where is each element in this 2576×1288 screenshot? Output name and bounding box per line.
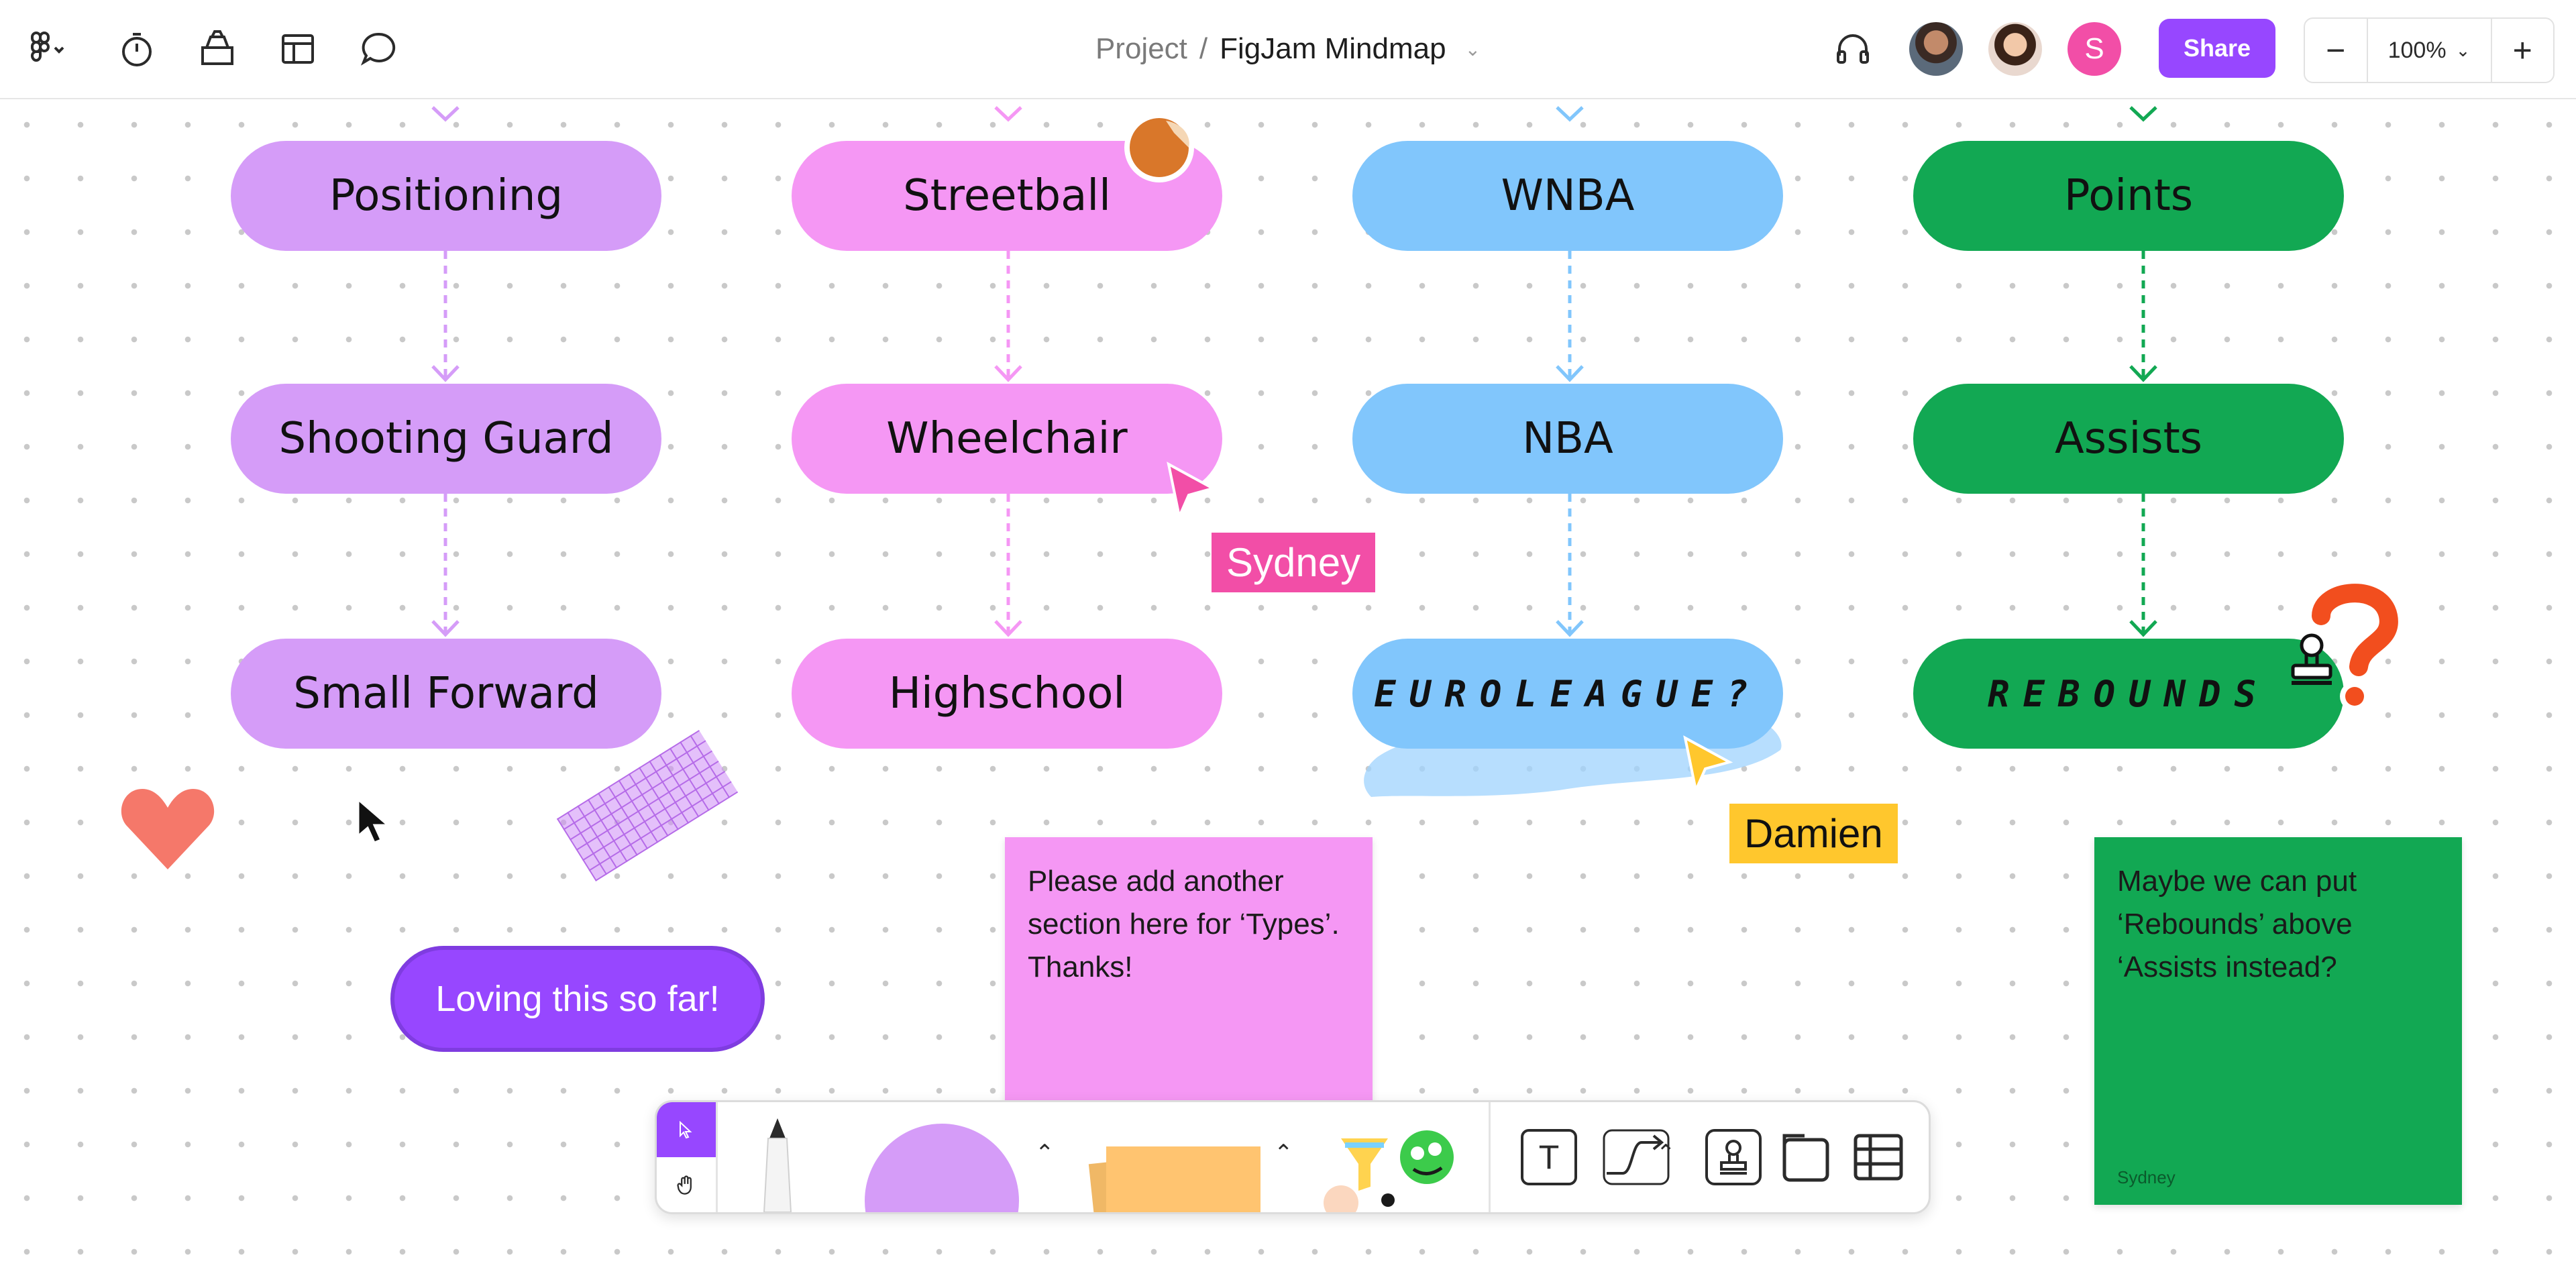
question-mark-sticker-icon bbox=[2306, 578, 2404, 710]
node-wheelchair[interactable]: Wheelchair bbox=[792, 384, 1222, 494]
orange-dot-sticker bbox=[1124, 113, 1194, 182]
avatar-user-1[interactable] bbox=[1909, 22, 1963, 76]
toolbar-divider bbox=[716, 1102, 718, 1212]
connector-icon bbox=[1603, 1129, 1670, 1185]
circle-shape-icon bbox=[865, 1124, 1019, 1212]
sticky-note-text: Please add another section here for ‘Typ… bbox=[1028, 865, 1340, 983]
avatar-initial: S bbox=[2084, 32, 2104, 65]
node-highschool[interactable]: Highschool bbox=[792, 639, 1222, 749]
node-euroleague[interactable]: EUROLEAGUE? bbox=[1352, 639, 1783, 749]
breadcrumb-separator: / bbox=[1199, 32, 1208, 65]
marker-tool[interactable] bbox=[744, 1109, 811, 1212]
sydney-cursor-label: Sydney bbox=[1212, 533, 1376, 592]
timer-icon[interactable] bbox=[110, 22, 164, 76]
sticky-front-icon bbox=[1106, 1146, 1260, 1212]
sticky-note-author: Sydney bbox=[2117, 1167, 2176, 1187]
top-bar: Project / FigJam Mindmap ⌄ S Share − 100… bbox=[0, 0, 2576, 99]
board-canvas[interactable]: Positioning Shooting Guard Small Forward… bbox=[0, 98, 2576, 1288]
comment-icon[interactable] bbox=[352, 22, 405, 76]
shape-tool[interactable] bbox=[865, 1122, 1019, 1212]
zoom-in-button[interactable]: + bbox=[2512, 32, 2532, 69]
washi-tape-sticker bbox=[556, 730, 739, 881]
node-wnba[interactable]: WNBA bbox=[1352, 141, 1783, 251]
sticky-note-pink[interactable]: Please add another section here for ‘Typ… bbox=[1005, 837, 1373, 1119]
figma-menu-icon[interactable] bbox=[20, 22, 74, 76]
table-icon bbox=[1854, 1134, 1903, 1181]
node-assists[interactable]: Assists bbox=[1913, 384, 2344, 494]
table-tool[interactable] bbox=[1848, 1129, 1909, 1185]
section-tool[interactable] bbox=[1776, 1129, 1836, 1185]
chevron-up-icon[interactable]: ⌃ bbox=[1274, 1140, 1293, 1166]
hand-tool[interactable] bbox=[657, 1157, 716, 1212]
stickers-tool[interactable] bbox=[1314, 1122, 1462, 1212]
file-name[interactable]: FigJam Mindmap bbox=[1220, 32, 1446, 65]
sticky-note-green[interactable]: Maybe we can put ‘Rebounds’ above ‘Assis… bbox=[2094, 837, 2462, 1205]
hand-icon bbox=[677, 1175, 692, 1195]
node-rebounds[interactable]: REBOUNDS bbox=[1913, 639, 2344, 749]
node-positioning[interactable]: Positioning bbox=[231, 141, 661, 251]
stamp-icon bbox=[1705, 1129, 1762, 1185]
stamp-icon bbox=[2291, 633, 2332, 685]
audio-headphones-icon[interactable] bbox=[1826, 22, 1880, 76]
text-tool[interactable]: T bbox=[1509, 1129, 1589, 1185]
stickers-icon bbox=[1324, 1130, 1454, 1212]
connector-lines bbox=[431, 251, 2157, 637]
incoming-arrows bbox=[431, 106, 2157, 122]
comment-bubble[interactable]: Loving this so far! bbox=[390, 946, 765, 1052]
plugins-icon[interactable] bbox=[191, 22, 244, 76]
node-points[interactable]: Points bbox=[1913, 141, 2344, 251]
select-tool[interactable] bbox=[657, 1102, 716, 1157]
node-small-forward[interactable]: Small Forward bbox=[231, 639, 661, 749]
toolbar-divider bbox=[1489, 1102, 1491, 1212]
templates-icon[interactable] bbox=[271, 22, 325, 76]
damien-cursor-icon bbox=[1683, 735, 1733, 794]
sticky-note-text: Maybe we can put ‘Rebounds’ above ‘Assis… bbox=[2117, 865, 2357, 983]
zoom-level-dropdown[interactable]: 100% ⌄ bbox=[2368, 19, 2492, 82]
breadcrumb-project[interactable]: Project bbox=[1095, 32, 1187, 65]
avatar-user-2[interactable] bbox=[1988, 22, 2042, 76]
zoom-out-button[interactable]: − bbox=[2305, 19, 2368, 82]
breadcrumb: Project / FigJam Mindmap ⌄ bbox=[0, 0, 2576, 98]
chevron-down-icon[interactable]: ⌄ bbox=[1464, 38, 1481, 60]
connector-tool[interactable] bbox=[1589, 1129, 1683, 1185]
chevron-down-icon: ⌄ bbox=[2455, 40, 2471, 60]
chevron-up-icon[interactable]: ⌃ bbox=[1035, 1140, 1055, 1166]
stamp-tool[interactable] bbox=[1703, 1129, 1764, 1185]
zoom-controls: − 100% ⌄ + bbox=[2304, 17, 2555, 83]
sticky-tool[interactable] bbox=[1079, 1116, 1260, 1212]
avatar-user-sydney[interactable]: S bbox=[2068, 22, 2121, 76]
chevron-up-icon[interactable]: ⌃ bbox=[1656, 1140, 1676, 1166]
local-cursor-icon bbox=[357, 797, 391, 844]
text-icon: T bbox=[1521, 1129, 1577, 1185]
damien-cursor-label: Damien bbox=[1729, 804, 1898, 863]
node-shooting-guard[interactable]: Shooting Guard bbox=[231, 384, 661, 494]
creation-toolbar: ⌃ ⌃ T ⌃ bbox=[655, 1100, 1931, 1214]
heart-sticker-icon bbox=[113, 781, 223, 879]
node-nba[interactable]: NBA bbox=[1352, 384, 1783, 494]
pointer-icon bbox=[680, 1120, 692, 1139]
sydney-cursor-icon bbox=[1167, 462, 1217, 521]
zoom-level: 100% bbox=[2387, 37, 2447, 63]
share-button[interactable]: Share bbox=[2159, 19, 2275, 78]
marker-icon bbox=[763, 1118, 792, 1212]
section-icon bbox=[1782, 1134, 1829, 1182]
